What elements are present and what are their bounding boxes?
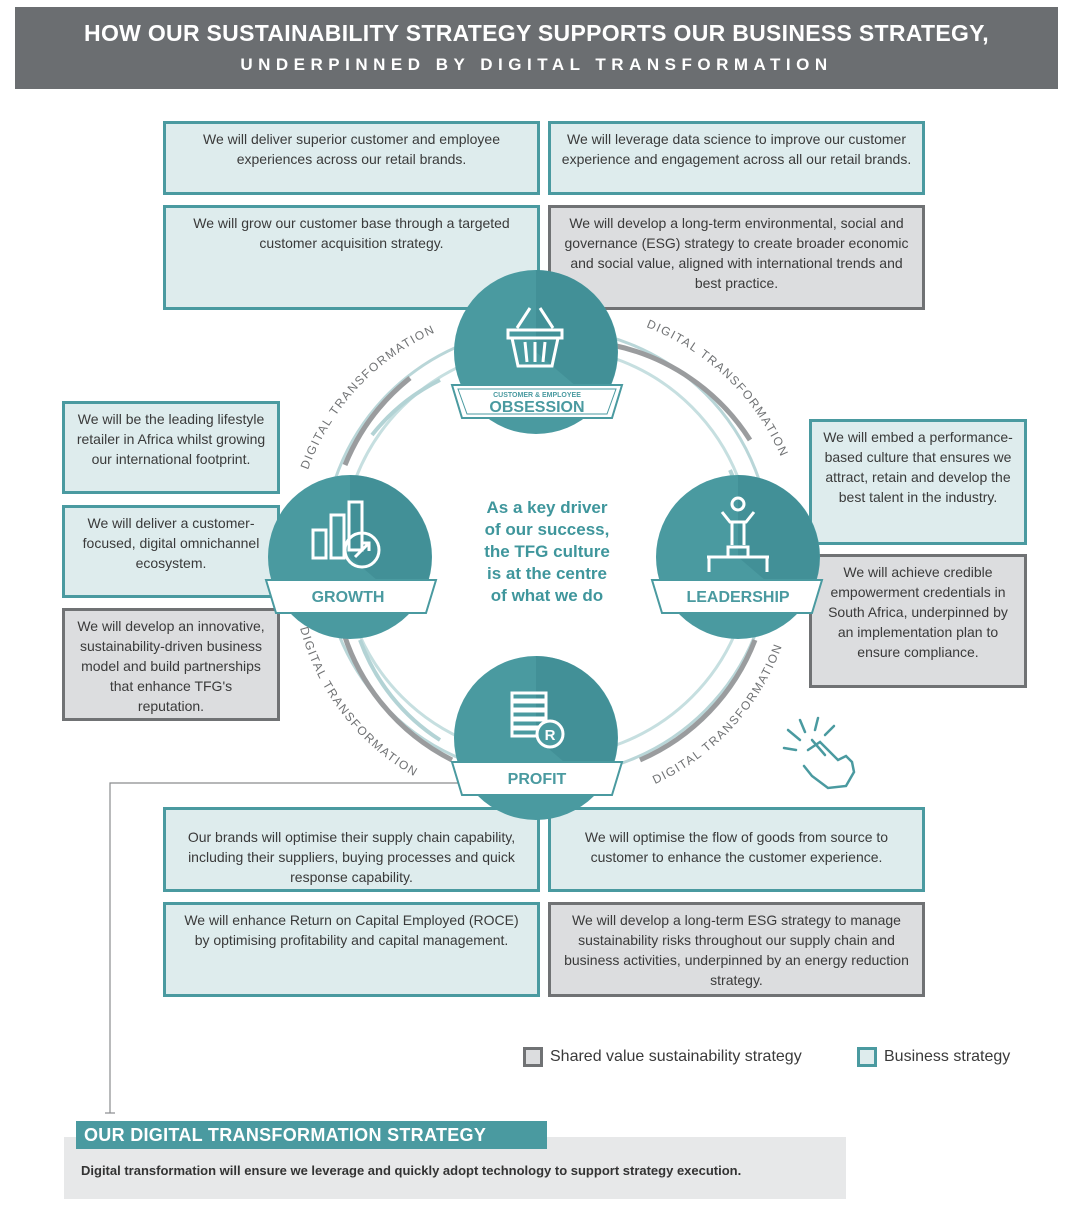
money-stack-icon (510, 691, 565, 749)
strategy-box-growth-1: We will be the leading lifestyle retaile… (62, 401, 280, 494)
strategy-box-leadership-1: We will embed a performance-based cultur… (809, 419, 1027, 545)
pillar-obsession-label: OBSESSION (489, 399, 584, 416)
legend-swatch-business (857, 1047, 877, 1067)
pillar-obsession: CUSTOMER & EMPLOYEE OBSESSION (450, 270, 624, 434)
profit-r-glyph: R (545, 727, 556, 744)
pillar-obsession-small: CUSTOMER & EMPLOYEE (493, 392, 581, 399)
strategy-box-profit-3: We will enhance Return on Capital Employ… (163, 902, 540, 997)
pillar-profit-label: PROFIT (508, 771, 567, 788)
center-culture-text: As a key driver of our success, the TFG … (484, 498, 610, 605)
ring-arcs (337, 342, 758, 763)
pillar-leadership: LEADERSHIP (650, 475, 824, 639)
strategy-box-growth-3: We will develop an innovative, sustainab… (62, 608, 280, 721)
podium-person-icon (707, 496, 769, 572)
digital-strategy-title: OUR DIGITAL TRANSFORMATION STRATEGY (76, 1121, 547, 1149)
strategy-box-obsession-3: We will grow our customer base through a… (163, 205, 540, 310)
strategy-box-obsession-4: We will develop a long-term environmenta… (548, 205, 925, 310)
strategy-box-obsession-2: We will leverage data science to improve… (548, 121, 925, 195)
strategy-box-profit-1: Our brands will optimise their supply ch… (163, 807, 540, 892)
legend-label-shared: Shared value sustainability strategy (550, 1048, 802, 1065)
pillar-growth-label: GROWTH (312, 589, 385, 606)
connector-line (109, 782, 460, 1113)
growth-chart-icon (311, 500, 381, 569)
click-hand-icon (782, 716, 856, 790)
pillar-profit: R PROFIT (450, 656, 624, 820)
legend-swatch-shared (523, 1047, 543, 1067)
strategy-box-obsession-1: We will deliver superior customer and em… (163, 121, 540, 195)
page-header: HOW OUR SUSTAINABILITY STRATEGY SUPPORTS… (15, 7, 1058, 89)
strategy-box-profit-4: We will develop a long-term ESG strategy… (548, 902, 925, 997)
ring-label-sw: DIGITAL TRANSFORMATION (297, 625, 421, 780)
digital-strategy-body: Digital transformation will ensure we le… (64, 1137, 846, 1199)
ring-label-nw: DIGITAL TRANSFORMATION (298, 322, 438, 471)
page-title: HOW OUR SUSTAINABILITY STRATEGY SUPPORTS… (84, 20, 989, 46)
strategy-box-growth-2: We will deliver a customer-focused, digi… (62, 505, 280, 598)
pillar-leadership-label: LEADERSHIP (686, 589, 789, 606)
pillar-growth: GROWTH (264, 475, 438, 639)
legend-shared: Shared value sustainability strategy (523, 1047, 802, 1067)
legend-label-business: Business strategy (884, 1048, 1011, 1065)
strategy-box-profit-2: We will optimise the flow of goods from … (548, 807, 925, 892)
basket-icon (506, 307, 564, 368)
page-subtitle: UNDERPINNED BY DIGITAL TRANSFORMATION (240, 55, 833, 74)
strategy-box-leadership-2: We will achieve credible empowerment cre… (809, 554, 1027, 688)
digital-strategy-text: Digital transformation will ensure we le… (81, 1163, 742, 1178)
legend-business: Business strategy (857, 1047, 1010, 1067)
